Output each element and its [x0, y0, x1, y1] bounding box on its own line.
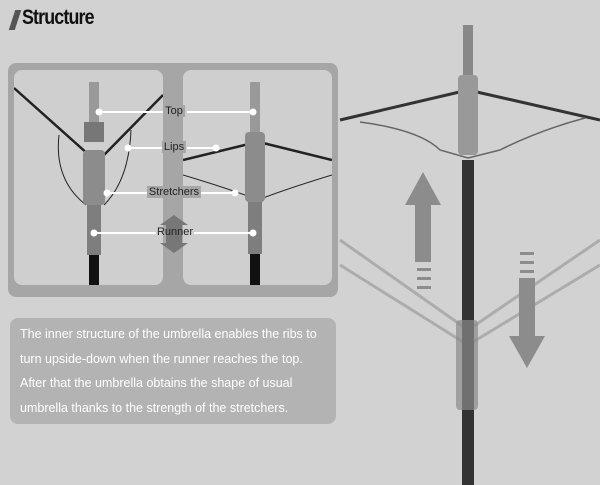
description-text: The inner structure of the umbrella enab…: [10, 318, 336, 424]
page-title: Structure: [22, 6, 95, 29]
down-arrow: [509, 278, 545, 368]
closed-state-view: [14, 70, 163, 285]
open-state-view: [183, 70, 332, 285]
up-arrow: [405, 172, 441, 262]
label-runner: Runner: [156, 226, 194, 238]
label-stretchers: Stretchers: [146, 186, 202, 198]
label-top: Top: [163, 105, 185, 117]
label-lips: Lips: [161, 141, 187, 153]
